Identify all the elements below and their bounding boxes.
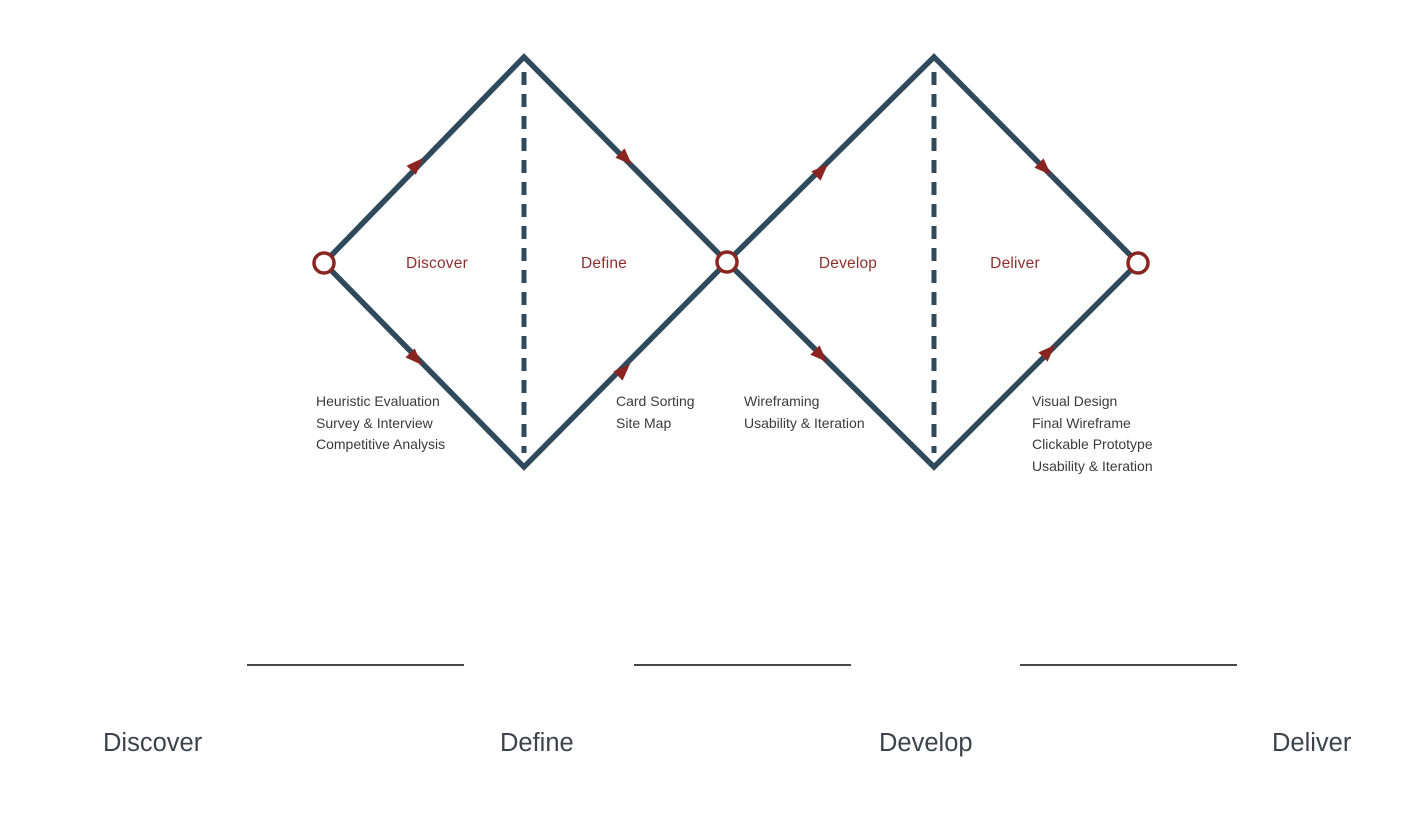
note-line: Final Wireframe xyxy=(1032,414,1131,431)
double-diamond-diagram xyxy=(312,53,1150,471)
node-circle-middle xyxy=(715,250,739,274)
phase-label-deliver: Deliver xyxy=(990,255,1040,272)
phase-label-discover: Discover xyxy=(406,255,468,272)
node-circle-end xyxy=(1126,251,1150,275)
arrow-icon-d1-lower-left xyxy=(405,348,422,365)
word-bank-label-discover[interactable]: Discover xyxy=(103,729,203,757)
phase-label-develop: Develop xyxy=(818,255,878,272)
note-line: Competitive Analysis xyxy=(316,436,446,452)
arrow-icon-d2-lower-left xyxy=(810,345,827,362)
notes-define: Card Sorting Site Map xyxy=(616,391,695,434)
node-circle-start xyxy=(312,251,336,275)
word-bank-label-define[interactable]: Define xyxy=(500,729,574,757)
flow-arrows xyxy=(405,148,1055,381)
arrow-icon-d1-upper-left xyxy=(406,158,423,175)
notes-deliver: Visual Design Final Wireframe Clickable … xyxy=(1032,391,1153,477)
note-line: Clickable Prototype xyxy=(1032,436,1153,452)
phase-label-define: Define xyxy=(580,255,628,272)
arrow-icon-d2-upper-right xyxy=(1034,158,1051,175)
word-bank-label-deliver[interactable]: Deliver xyxy=(1272,729,1352,757)
arrow-icon-d2-upper-left xyxy=(811,164,828,181)
note-line: Visual Design xyxy=(1032,393,1118,409)
note-line: Heuristic Evaluation xyxy=(316,393,440,409)
word-bank-label-develop[interactable]: Develop xyxy=(879,729,973,757)
note-line: Card Sorting xyxy=(616,393,695,409)
note-line: Survey & Interview xyxy=(316,414,433,431)
answer-blank-3[interactable] xyxy=(1020,664,1237,666)
answer-blank-1[interactable] xyxy=(247,664,464,666)
arrow-icon-d2-lower-right xyxy=(1038,345,1055,362)
notes-develop: Wireframing Usability & Iteration xyxy=(744,391,865,434)
arrow-icon-d1-upper-right xyxy=(615,148,632,165)
note-line: Site Map xyxy=(616,414,672,431)
answer-blank-2[interactable] xyxy=(634,664,851,666)
note-line: Usability & Iteration xyxy=(1032,457,1153,474)
notes-discover: Heuristic Evaluation Survey & Interview … xyxy=(316,391,445,456)
arrow-icon-d1-lower-right xyxy=(613,364,630,381)
note-line: Wireframing xyxy=(744,393,820,409)
note-line: Usability & Iteration xyxy=(744,414,865,431)
